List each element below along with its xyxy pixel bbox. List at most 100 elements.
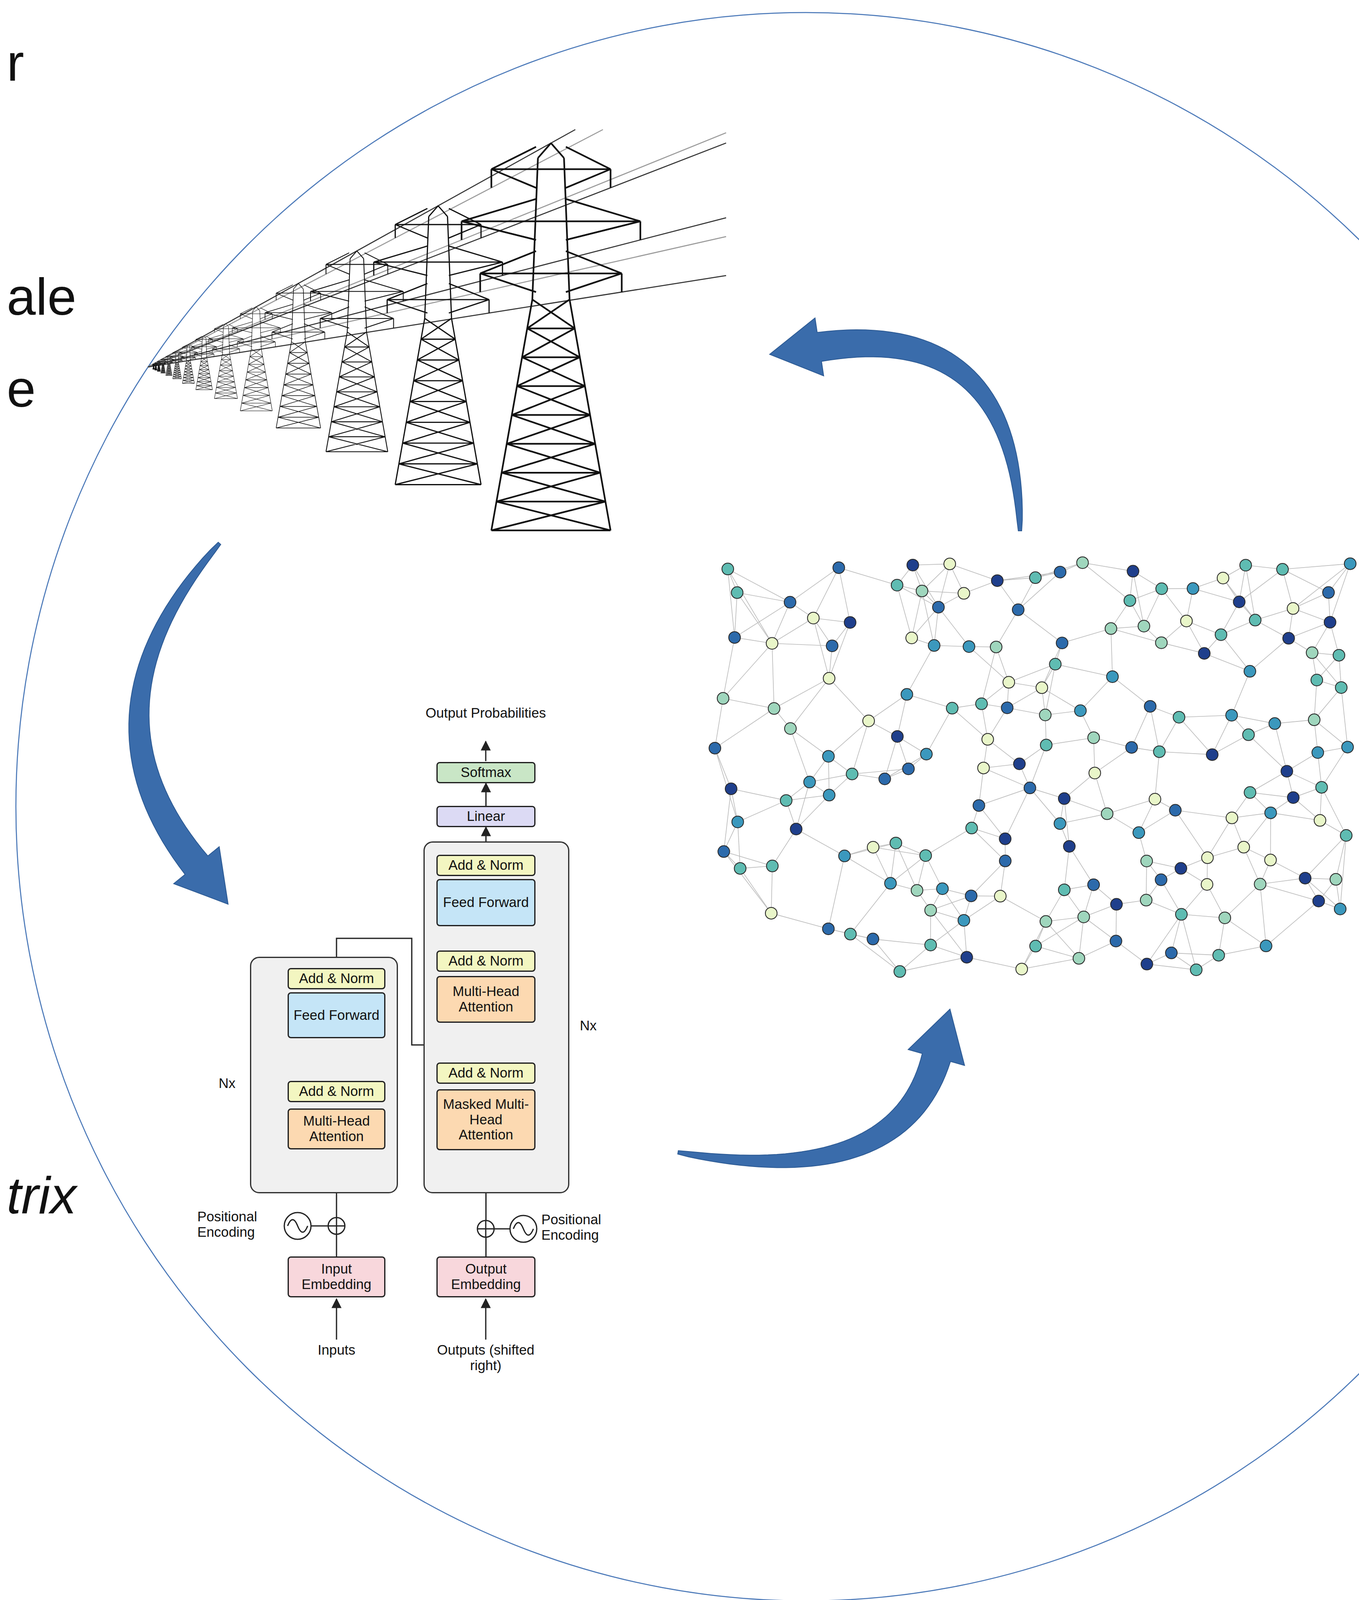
graph-vertex — [1322, 586, 1335, 599]
graph-edge — [1094, 747, 1132, 773]
graph-vertex — [1330, 873, 1342, 886]
graph-vertex — [1058, 884, 1071, 896]
graph-vertex — [1190, 963, 1203, 976]
graph-edge — [1221, 634, 1250, 672]
pylon — [310, 250, 404, 452]
graph-vertex — [784, 596, 796, 609]
graph-vertex — [990, 641, 1003, 653]
graph-edge — [851, 768, 909, 774]
layer-label: Add & Norm — [298, 971, 375, 987]
graph-vertex — [911, 884, 923, 897]
graph-vertex — [1015, 963, 1028, 975]
graph-vertex — [1237, 841, 1250, 854]
graph-edge — [890, 855, 926, 884]
graph-vertex — [1314, 814, 1326, 827]
graph-vertex — [1035, 681, 1048, 694]
graph-edge — [1282, 563, 1351, 570]
graph-vertex — [963, 640, 975, 653]
graph-vertex — [891, 579, 903, 592]
graph-vertex — [1149, 793, 1161, 806]
layer-box: Add & Norm — [287, 1081, 386, 1103]
graph-edge — [1138, 810, 1176, 833]
graph-vertex — [1244, 786, 1256, 799]
graph-vertex — [1039, 708, 1052, 721]
graph-vertex — [1306, 647, 1319, 659]
graph-vertex — [731, 586, 743, 599]
graph-vertex — [975, 698, 988, 710]
graph-edge — [736, 592, 773, 644]
layer-stack: NxAdd & NormFeed ForwardAdd & NormMulti-… — [423, 841, 570, 1194]
text-wrap: Add & Norm — [444, 856, 528, 875]
diagram-label: Outputs (shifted right) — [430, 1342, 541, 1374]
graph-vertex — [924, 904, 937, 917]
graph-edge — [925, 828, 972, 856]
layer-label: Masked Multi-Head Attention — [441, 1096, 531, 1144]
graph-vertex — [916, 585, 929, 597]
graph-vertex — [823, 789, 836, 801]
graph-vertex — [1074, 704, 1087, 717]
graph-edge — [1259, 878, 1306, 885]
layer-box: Add & Norm — [436, 854, 536, 877]
graph-vertex — [965, 889, 977, 902]
graph-vertex — [1334, 903, 1347, 916]
graph-vertex — [867, 841, 880, 854]
graph-vertex — [1310, 674, 1323, 686]
graph-vertex — [766, 637, 778, 650]
graph-edge — [1178, 715, 1232, 718]
graph-edge — [873, 847, 926, 856]
graph-vertex — [866, 933, 879, 946]
graph-vertex — [961, 951, 973, 964]
graph-edge — [844, 856, 891, 884]
layer-label: Add & Norm — [448, 953, 524, 969]
power-wire — [147, 217, 727, 368]
power-lines — [147, 129, 727, 531]
graph-edge — [966, 957, 1022, 969]
graph-edge — [796, 782, 810, 829]
graph-edge — [1030, 787, 1061, 824]
slide-text-fragment: r — [4, 33, 27, 92]
graph-edge — [772, 828, 797, 866]
flow-line — [485, 1299, 487, 1340]
graph-edge — [938, 563, 950, 608]
graph-edge — [1218, 945, 1266, 956]
layer-label: Output Embedding — [441, 1261, 531, 1293]
graph-vertex — [1076, 556, 1089, 569]
graph-edge — [772, 618, 814, 644]
graph-vertex — [1260, 940, 1273, 952]
graph-edge — [938, 607, 969, 647]
graph-vertex — [1280, 765, 1293, 778]
layer-box: Multi-Head Attention — [436, 976, 536, 1023]
graph-edge — [1161, 642, 1205, 654]
graph-edge — [838, 567, 851, 623]
text-wrap: Linear — [462, 807, 510, 826]
graph-edge — [1270, 813, 1321, 821]
pylon — [208, 323, 244, 399]
graph-edge — [1248, 734, 1288, 772]
graph-edge — [1005, 787, 1031, 839]
graph-edge — [1314, 687, 1342, 720]
graph-vertex — [946, 702, 959, 714]
graph-edge — [774, 678, 830, 709]
graph-vertex — [1198, 647, 1211, 660]
sine-wave — [287, 1219, 308, 1233]
graph-vertex — [1165, 947, 1178, 959]
graph-edge — [1178, 717, 1212, 755]
graph-edge — [1131, 706, 1150, 748]
graph-edge — [1340, 835, 1347, 910]
graph-vertex — [1073, 952, 1085, 965]
graph-vertex — [1242, 729, 1255, 741]
graph-edge — [1245, 565, 1256, 620]
graph-vertex — [919, 849, 932, 862]
graph-edge — [771, 913, 829, 929]
graph-edge — [1064, 798, 1108, 814]
graph-vertex — [1144, 700, 1156, 713]
graph-edge — [1159, 751, 1212, 755]
graph-edge — [1064, 846, 1070, 890]
layer-box: Feed Forward — [436, 879, 536, 927]
graph-edge — [1231, 715, 1275, 724]
diagram-label: Positional Encoding — [541, 1212, 625, 1244]
text-wrap: Multi-Head Attention — [288, 1112, 385, 1146]
graph-edge — [996, 609, 1019, 648]
